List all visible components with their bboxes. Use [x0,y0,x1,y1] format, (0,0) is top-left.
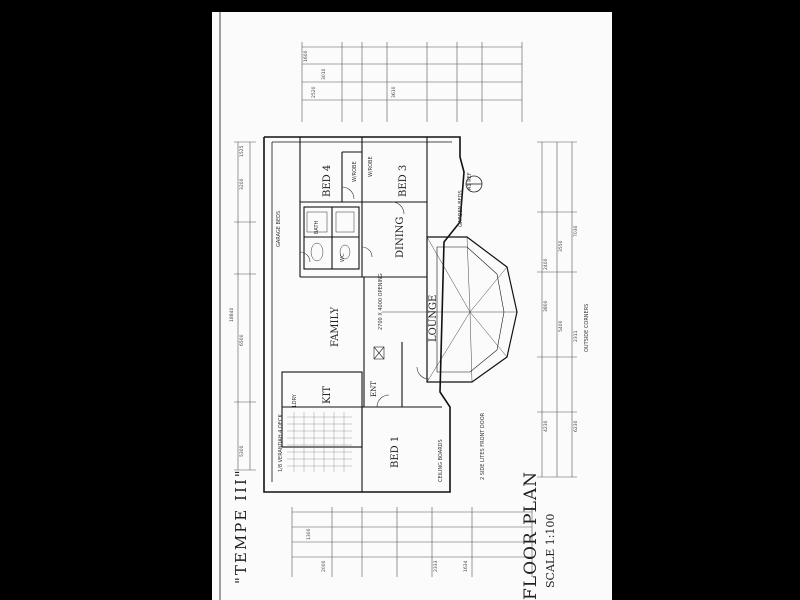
lounge-bay [382,236,518,383]
note-opening: 2700 X 4000 OPENING [378,273,384,330]
note-garage-beds: GARAGE BEDS [276,210,282,247]
room-label-wrobe-1: W/ROBE [352,161,358,182]
ref-symbol [465,175,483,193]
dim-side-5: 1300 [307,528,312,540]
room-label-lounge: LOUNGE [428,294,439,342]
dim-bottom-2: 3800 [544,300,549,312]
room-label-bed4: BED 4 [322,164,333,197]
dim-bottom-3: 2400 [544,258,549,270]
plan-title: FLOOR PLAN [521,470,541,600]
room-label-dining: DINING [395,216,406,258]
note-ceiling-boards: CEILING BOARDS [438,439,444,482]
top-dimension-lines [301,42,523,122]
dim-top-overall: 18840 [230,307,235,322]
room-label-bath: BATH [314,220,320,234]
room-label-kitchen: KIT [322,385,333,404]
dim-misc-4: 2311 [574,330,579,342]
dim-misc-1: 4230 [544,420,549,432]
drawing-sheet: "TEMPE III" FLOOR PLAN SCALE 1:100 BED 4… [212,12,612,600]
room-label-wrobe-2: W/ROBE [368,156,374,177]
dim-misc-5: 1525 [240,145,245,157]
dim-top-1: 3200 [240,178,245,190]
plan-scale: SCALE 1:100 [544,513,557,588]
room-label-ldry: LDRY [292,394,298,407]
floor-plan-drawing [219,12,577,600]
room-label-entry: ENT [370,381,378,397]
dim-misc-3: 5400 [559,320,564,332]
dim-side-7: 1634 [464,560,469,572]
dim-bottom-overall: 7030 [574,225,579,237]
note-outside-corners: OUTSIDE CORNERS [584,303,590,352]
right-dimension-lines [537,141,577,478]
bottom-dimension-lines [291,507,533,577]
dim-side-2: 3010 [322,68,327,80]
note-ref-symbol: A1 REF [467,172,473,190]
door-swings [299,186,430,408]
room-label-wc: WC [340,253,346,262]
room-label-bed1: BED 1 [390,435,401,468]
note-garden-beds: GARDEN BEDS [458,190,464,227]
dim-side-4: 2520 [312,86,317,98]
dim-misc-2: 6230 [574,420,579,432]
dim-top-2: 6500 [240,334,245,346]
kitchen-tiles [287,412,352,472]
note-front-door: 2 SIDE LITES FRONT DOOR [480,412,486,480]
interior-walls [281,137,442,492]
dim-bottom-1: 3550 [559,240,564,252]
dim-side-1: 1600 [304,50,309,62]
dim-top-3: 5300 [240,445,245,457]
room-label-bed3: BED 3 [398,164,409,197]
left-dimension-lines [234,141,256,471]
model-name-label: "TEMPE III" [232,468,250,584]
bathroom-fixtures [306,211,355,262]
dim-side-6: 2000 [322,560,327,572]
dim-side-3: 3610 [392,86,397,98]
room-label-family: FAMILY [330,306,341,347]
note-verandah: 1/8 VERANDAH 4 DECK [278,414,284,472]
dim-side-8: 2333 [434,560,439,572]
fireplace-symbol [373,346,385,360]
